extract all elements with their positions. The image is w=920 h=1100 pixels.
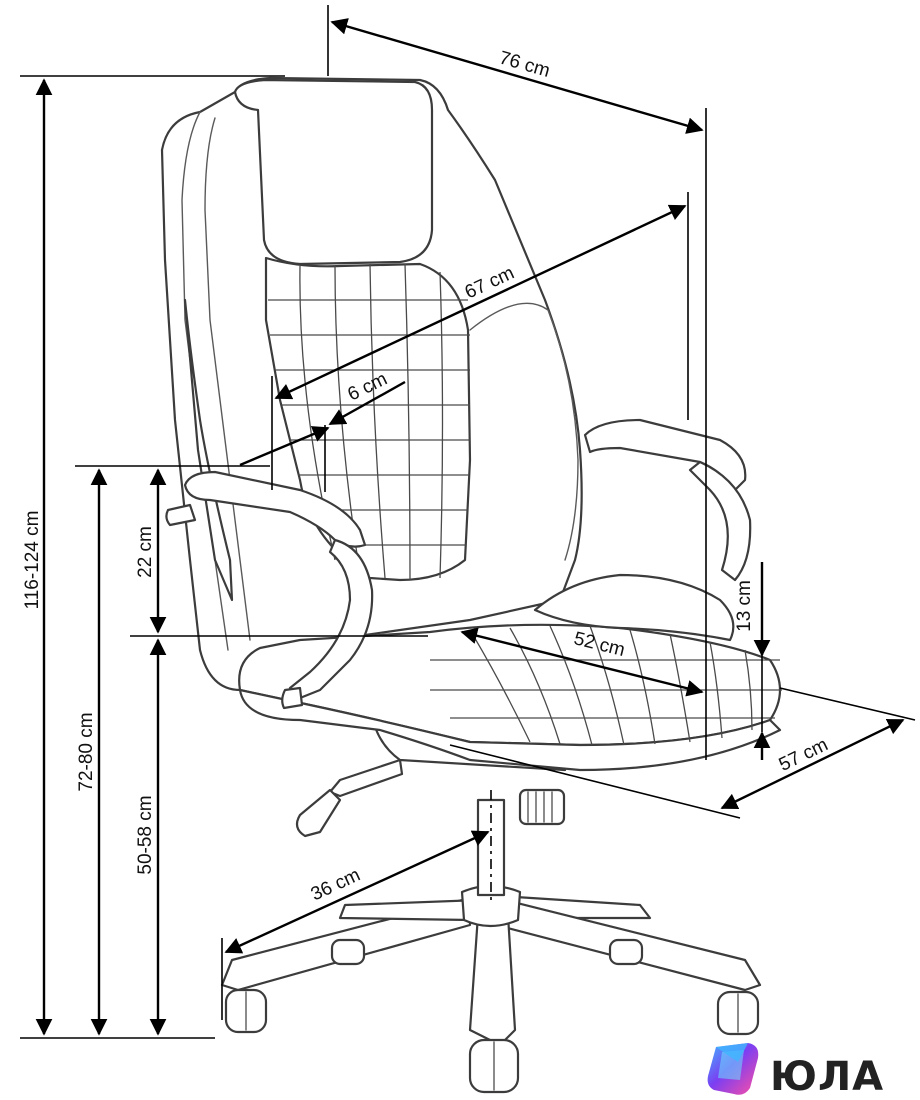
chair-base xyxy=(220,758,762,1094)
caster-right xyxy=(716,990,760,1036)
yula-logo-icon xyxy=(707,1043,759,1095)
dim-total-height-label: 116-124 cm xyxy=(22,511,43,610)
dim-headrest-offset xyxy=(239,426,330,467)
dim-top-width-label: 76 cm xyxy=(497,47,553,81)
dim-backrest-height xyxy=(274,204,687,400)
brand-name: ЮЛА xyxy=(770,1054,884,1100)
dim-top-width xyxy=(330,18,704,134)
dim-seat-height-label: 50-58 cm xyxy=(135,795,156,874)
brand-logo: ЮЛА xyxy=(707,1043,884,1100)
left-armrest xyxy=(183,470,367,548)
caster-back-left xyxy=(330,938,366,966)
caster-back-right xyxy=(608,938,644,966)
dim-base-radius xyxy=(224,830,490,954)
dim-armrest-height-label: 22 cm xyxy=(135,526,156,578)
dimension-annotations: 116-124 cm 72-80 cm 22 cm 50-58 cm 76 cm… xyxy=(20,5,916,1039)
caster-front xyxy=(468,1038,520,1094)
headrest xyxy=(233,78,434,266)
dim-base-radius-label: 36 cm xyxy=(308,865,364,906)
dim-seat-thickness-label: 13 cm xyxy=(734,580,755,632)
dim-armrest-floor-height-label: 72-80 cm xyxy=(76,712,97,791)
dim-seat-depth xyxy=(720,718,905,810)
dim-seat-width xyxy=(460,627,704,697)
caster-left xyxy=(224,988,268,1034)
